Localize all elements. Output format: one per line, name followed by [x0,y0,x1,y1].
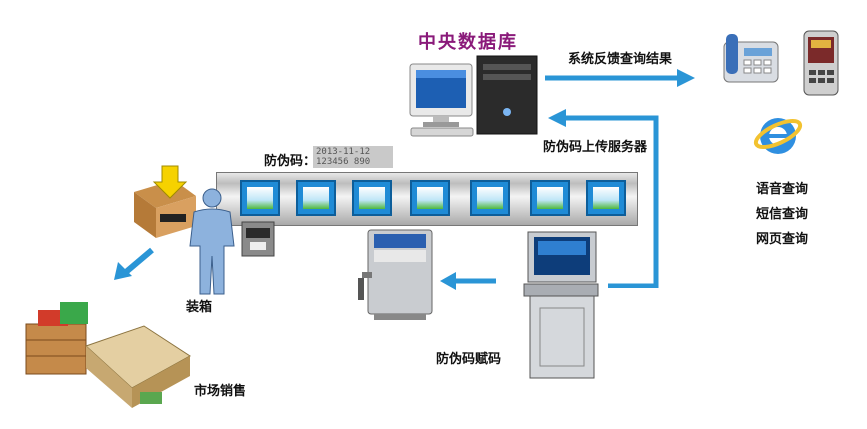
product-box [530,180,570,216]
telephone-icon [723,34,779,83]
query-method-sms: 短信查询 [756,207,809,222]
product-box [352,180,392,216]
product-box [470,180,510,216]
product-box [586,180,626,216]
label-printer-icon [241,221,275,257]
product-box [410,180,450,216]
desktop-computer-icon [409,55,538,137]
code-sample: 2013-11-12 123456 890 [313,146,393,168]
query-method-web: 网页查询 [756,232,809,247]
warehouse-icon [25,302,191,408]
upload-arrow [548,109,659,288]
mobile-phone-icon [803,30,839,96]
worker-icon [189,188,235,295]
product-box [296,180,336,216]
box-icon [134,165,196,238]
internet-explorer-icon [753,118,803,154]
inkjet-printer-icon [358,229,433,320]
code-label: 防伪码： [264,154,317,169]
assign-label: 防伪码赋码 [436,352,502,367]
product-box [240,180,280,216]
feedback-arrow [545,69,695,87]
query-method-voice: 语音查询 [756,182,809,197]
down-left-arrow [114,247,154,280]
code-sample-line2: 123456 890 [316,157,371,167]
assign-arrow [440,272,496,290]
code-sample-line1: 2013-11-12 [316,147,371,157]
packing-label: 装箱 [186,300,213,315]
industrial-terminal-icon [523,231,599,379]
feedback-label: 系统反馈查询结果 [568,52,673,67]
market-label: 市场销售 [194,384,247,399]
central-database-title: 中央数据库 [418,32,518,53]
upload-label: 防伪码上传服务器 [543,140,648,155]
